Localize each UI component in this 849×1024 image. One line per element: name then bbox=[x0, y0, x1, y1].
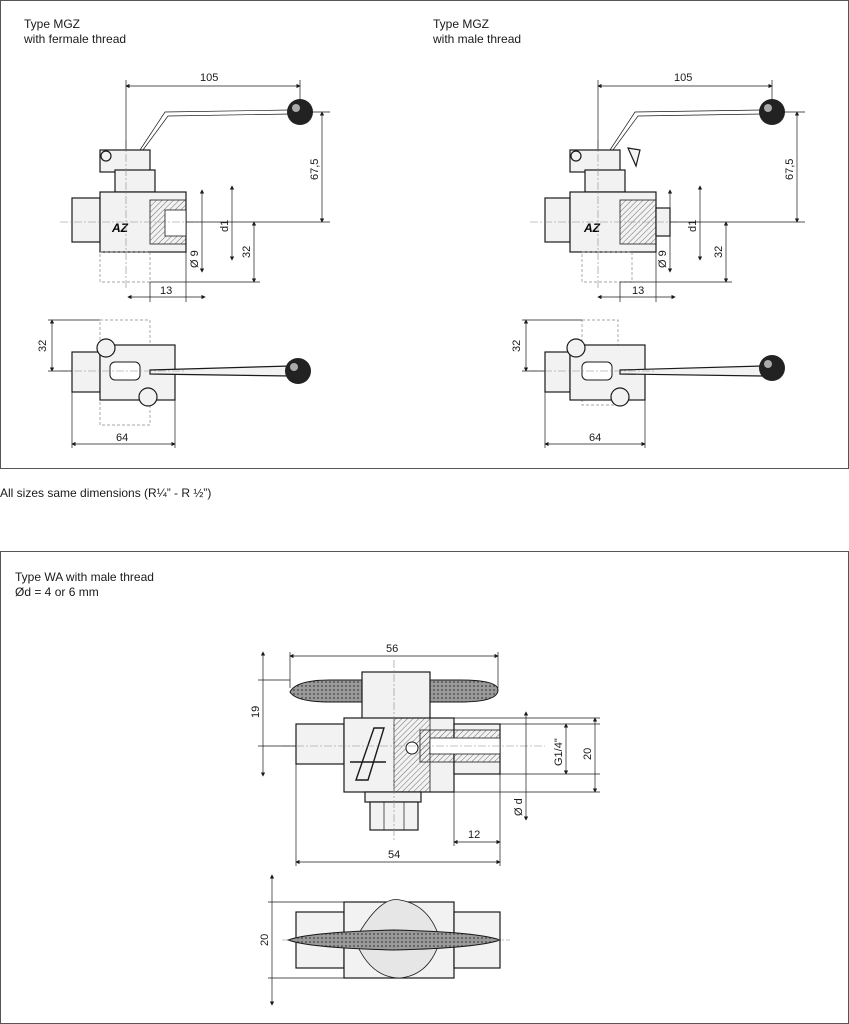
mgz-female-w13-dim: 13 bbox=[160, 285, 172, 297]
wa-diameter-dim: Ø d bbox=[513, 798, 525, 816]
wa-height19-dim: 19 bbox=[250, 706, 262, 718]
mgz-male-length-dim: 105 bbox=[674, 72, 692, 84]
mgz-female-w64-dim: 64 bbox=[116, 432, 128, 444]
wa-width12-dim: 12 bbox=[468, 829, 480, 841]
wa-top-view: 20 bbox=[259, 874, 510, 1006]
mgz-male-front-dims: 105 67,5 d1 Ø 9 32 13 bbox=[597, 72, 805, 302]
mgz-female-type: Type MGZ bbox=[24, 17, 81, 31]
mgz-male-height-dim: 67,5 bbox=[784, 159, 796, 180]
mgz-female-v32-dim: 32 bbox=[37, 340, 49, 352]
mgz-male-top-view: 32 64 bbox=[511, 319, 785, 448]
mgz-female-front-dims: 105 67,5 d1 Ø 9 32 13 bbox=[125, 72, 330, 302]
mgz-male-variant: with male thread bbox=[433, 32, 522, 46]
wa-thread-dim: G1/4" bbox=[553, 738, 565, 766]
wa-front-view bbox=[282, 660, 545, 840]
wa-height20-dim: 20 bbox=[582, 748, 594, 760]
wa-width56-dim: 56 bbox=[386, 643, 398, 655]
mgz-male-front-view: AZ bbox=[530, 99, 785, 290]
wa-diameter-note: Ød = 4 or 6 mm bbox=[15, 585, 99, 599]
mgz-female-height-dim: 67,5 bbox=[309, 159, 321, 180]
mgz-male-d1-dim: d1 bbox=[687, 220, 699, 232]
mgz-female-variant: with fermale thread bbox=[24, 32, 127, 46]
svg-text:AZ: AZ bbox=[583, 221, 601, 235]
mgz-female-h32-dim: 32 bbox=[241, 246, 253, 258]
mgz-female-dia9-dim: Ø 9 bbox=[189, 250, 201, 268]
svg-text:AZ: AZ bbox=[111, 221, 129, 235]
mgz-male-v32-dim: 32 bbox=[511, 340, 523, 352]
mgz-female-top-view: 32 64 bbox=[37, 319, 311, 448]
wa-caption: Type WA with male thread Ød = 4 or 6 mm bbox=[15, 570, 154, 600]
wa-type: Type WA with male thread bbox=[15, 570, 154, 584]
mgz-male-type: Type MGZ bbox=[433, 17, 490, 31]
mgz-male-dia9-dim: Ø 9 bbox=[657, 250, 669, 268]
mgz-female-caption: Type MGZ with fermale thread bbox=[24, 17, 126, 47]
wa-front-dims: 56 19 G1/4" 20 Ø d 12 54 bbox=[250, 643, 600, 866]
mgz-male-caption: Type MGZ with male thread bbox=[433, 17, 521, 47]
mgz-male-w13-dim: 13 bbox=[632, 285, 644, 297]
wa-top-height20-dim: 20 bbox=[259, 934, 271, 946]
sizes-note: All sizes same dimensions (R¼” - R ½”) bbox=[0, 486, 212, 500]
mgz-male-h32-dim: 32 bbox=[713, 246, 725, 258]
mgz-male-w64-dim: 64 bbox=[589, 432, 601, 444]
wa-width54-dim: 54 bbox=[388, 849, 400, 861]
mgz-female-d1-dim: d1 bbox=[219, 220, 231, 232]
mgz-female-length-dim: 105 bbox=[200, 72, 218, 84]
mgz-female-front-view: AZ bbox=[60, 99, 313, 290]
